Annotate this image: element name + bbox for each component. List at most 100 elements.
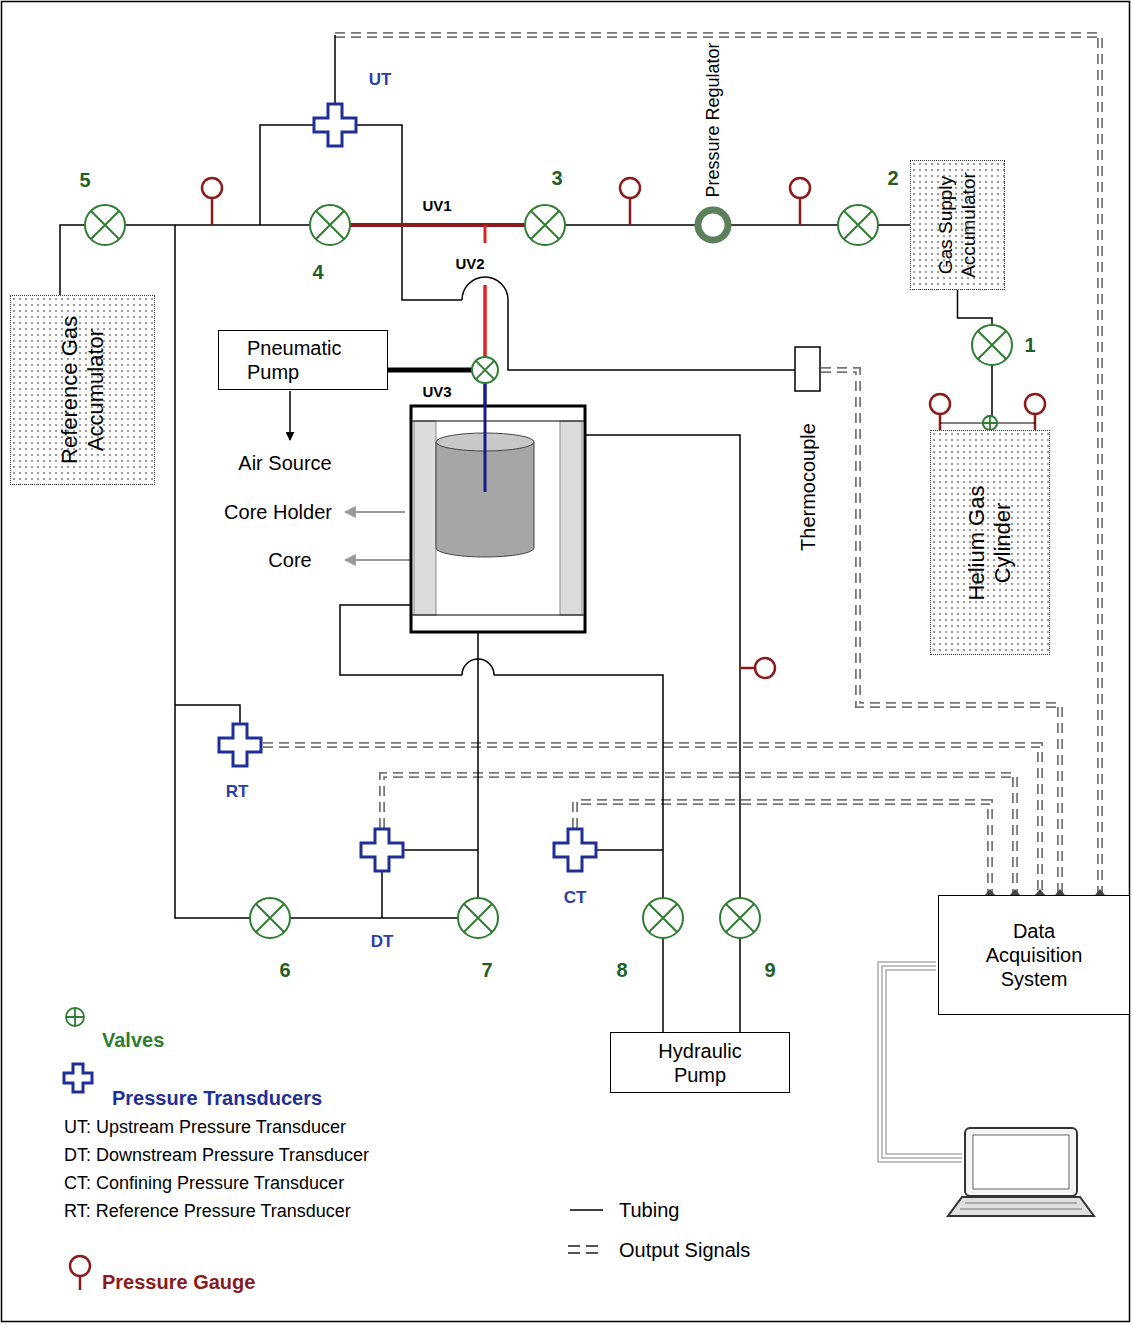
- callout-number: 9: [762, 959, 777, 982]
- uv2-line: [483, 285, 487, 357]
- pressure-transducer: [314, 104, 356, 146]
- signal-line: [821, 370, 1060, 893]
- air-line: [388, 368, 472, 373]
- valve-cross: [256, 904, 284, 932]
- valve-body: [458, 898, 498, 938]
- uv1-stub: [484, 225, 487, 243]
- pressure-gauge: [790, 178, 810, 198]
- laptop-display: [973, 1135, 1069, 1189]
- valve-cross: [978, 331, 1006, 359]
- valve-symbol: [720, 898, 760, 938]
- pump-box: Pneumatic Pump: [218, 330, 388, 390]
- part-name: Core Holder: [222, 501, 334, 524]
- valve-symbol: [838, 205, 878, 245]
- holder-cap: [412, 615, 584, 616]
- tubing: [60, 225, 910, 295]
- signal-line-gap: [382, 775, 1015, 893]
- thermocouple-probe: [795, 347, 820, 391]
- tubing: [477, 632, 479, 898]
- valve-symbol: [525, 205, 565, 245]
- pressure-transducer: [361, 829, 403, 871]
- valve-cross: [726, 904, 754, 932]
- pressure-gauge: [70, 1256, 90, 1276]
- signal-line-gap: [821, 370, 1060, 893]
- gauge-stem: [211, 199, 214, 225]
- pressure-gauge: [202, 178, 222, 198]
- valve-body: [972, 325, 1012, 365]
- valve-symbol: [983, 416, 997, 430]
- pressure-transducer: [554, 829, 596, 871]
- tubing: [334, 35, 336, 104]
- pressure-gauge: [755, 658, 775, 678]
- signal-line-gap: [335, 35, 1100, 893]
- valve-cross: [844, 211, 872, 239]
- legend-note: UT: Upstream Pressure Transducer: [62, 1117, 348, 1138]
- part-name: Core: [266, 549, 313, 572]
- callout-number: 3: [549, 167, 564, 190]
- legend-text: Pressure Transducers: [110, 1087, 324, 1110]
- cylinder-box: Helium Gas Cylinder: [930, 430, 1050, 655]
- valve-symbol: [66, 1008, 84, 1026]
- pressure-gauge: [930, 394, 950, 414]
- tubing: [662, 938, 664, 1032]
- valve-cross: [649, 904, 677, 932]
- part-name: Air Source: [236, 452, 333, 475]
- tubing: [260, 125, 313, 225]
- tubing: [175, 705, 240, 724]
- valve-body: [525, 205, 565, 245]
- valve-cross: [464, 904, 492, 932]
- core-holder: [411, 406, 585, 632]
- node-label: Hydraulic Pump: [644, 1039, 756, 1087]
- uv3-line: [484, 383, 487, 492]
- tubing: [404, 849, 478, 851]
- leader-arrow: [345, 511, 405, 513]
- gauge-stem: [79, 1276, 82, 1290]
- tubing-sample: [570, 1209, 603, 1211]
- holder-sleeve: [560, 421, 582, 615]
- legend-note: RT: Reference Pressure Transducer: [62, 1201, 353, 1222]
- node-label: Reference Gas Accumulator: [56, 310, 109, 470]
- valve-body: [310, 205, 350, 245]
- part-name: Thermocouple: [797, 421, 820, 553]
- valve-cross: [983, 416, 997, 430]
- signal-line: [575, 802, 990, 893]
- uv3-line: [484, 383, 487, 492]
- legend-text: Output Signals: [617, 1239, 752, 1262]
- valve-body: [838, 205, 878, 245]
- legend-text: Valves: [100, 1029, 166, 1052]
- tubing: [508, 300, 795, 370]
- gauge-stem: [799, 199, 802, 225]
- valve-symbol: [458, 898, 498, 938]
- valve-cross: [66, 1008, 84, 1026]
- valve-body: [66, 1008, 84, 1026]
- legend-text: Tubing: [617, 1199, 681, 1222]
- laptop-keys: [960, 1203, 1082, 1209]
- signal-line: [382, 775, 1015, 893]
- callout-number: 6: [277, 959, 292, 982]
- valve-tag: UV1: [420, 197, 453, 214]
- pressure-transducer: [219, 724, 261, 766]
- pressure-regulator: [698, 210, 728, 240]
- pressure-gauge: [1025, 394, 1045, 414]
- valve-cross: [983, 416, 997, 430]
- legend-note: DT: Downstream Pressure Transducer: [62, 1145, 371, 1166]
- legend-text: Pressure Gauge: [100, 1271, 257, 1294]
- valve-cross: [316, 211, 344, 239]
- pressure-transducer: [64, 1064, 92, 1092]
- accumulator-box: Reference Gas Accumulator: [10, 295, 155, 485]
- signal-line-gap: [575, 802, 990, 893]
- gauge-stem: [629, 199, 632, 225]
- node-label: Data Acquisition System: [975, 919, 1093, 991]
- holder-sleeve: [414, 421, 436, 615]
- callout-number: 4: [310, 261, 325, 284]
- gauge-stem: [740, 667, 755, 670]
- laptop-base: [948, 1197, 1094, 1216]
- laptop-screen: [965, 1128, 1077, 1196]
- valve-tag: UV3: [420, 383, 453, 400]
- pressure-gauge: [620, 178, 640, 198]
- callout-number: 7: [479, 959, 494, 982]
- tubing: [739, 938, 741, 1032]
- valve-body: [250, 898, 290, 938]
- transducer-tag: CT: [562, 888, 589, 908]
